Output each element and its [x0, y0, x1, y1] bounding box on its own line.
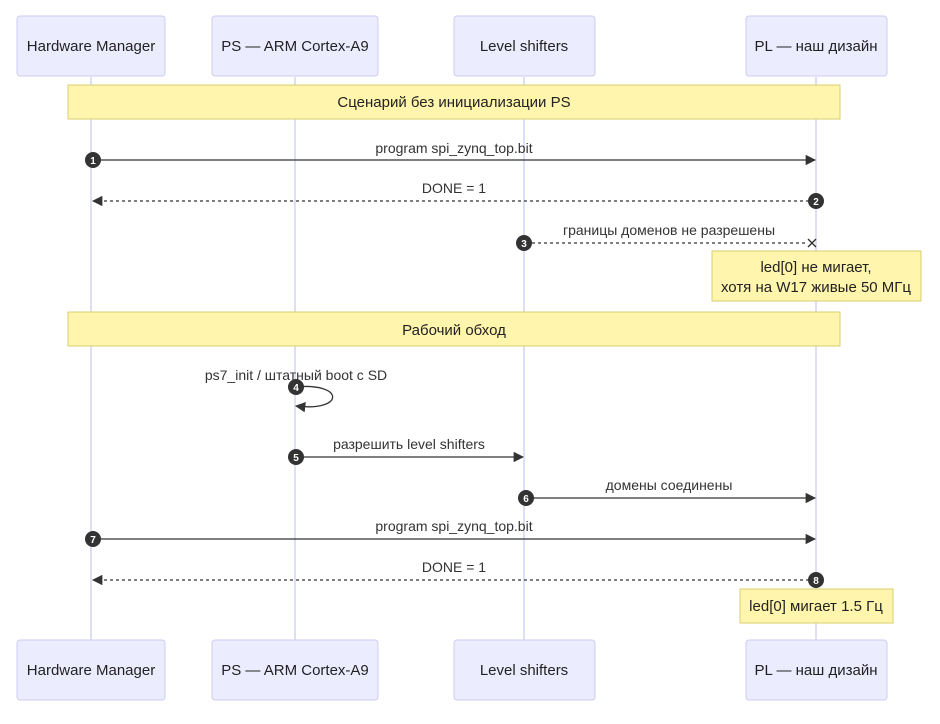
actor-ps: PS — ARM Cortex-A9 — [211, 15, 379, 77]
message-label: DONE = 1 — [422, 180, 486, 196]
step-number: 6 — [523, 494, 529, 505]
step-number: 7 — [90, 535, 96, 546]
step-badge — [808, 193, 824, 209]
actor-label: PL — наш дизайн — [755, 662, 878, 679]
message-7: program spi_zynq_top.bit 7 — [85, 518, 817, 547]
message-3: границы доменов не разрешены 3 — [516, 222, 817, 251]
lifelines — [90, 77, 817, 640]
message-8: DONE = 1 8 — [91, 559, 824, 588]
step-badge — [288, 379, 304, 395]
step-badge — [85, 152, 101, 168]
note-line: led[0] мигает 1.5 Гц — [749, 598, 883, 615]
actor-label: Level shifters — [480, 38, 568, 55]
actor-level-shifters-bottom: Level shifters — [453, 639, 596, 701]
step-number: 8 — [813, 576, 819, 587]
step-number: 1 — [90, 156, 96, 167]
message-2: DONE = 1 2 — [91, 180, 824, 209]
cross-icon — [807, 238, 817, 248]
section-note-no-init: Сценарий без инициализации PS — [67, 84, 841, 120]
message-1: program spi_zynq_top.bit 1 — [85, 140, 817, 168]
note-line: хотя на W17 живые 50 МГц — [721, 279, 911, 296]
note-line: led[0] не мигает, — [760, 259, 871, 276]
actors-top: Hardware Manager PS — ARM Cortex-A9 Leve… — [16, 15, 888, 77]
actors-bottom: Hardware Manager PS — ARM Cortex-A9 Leve… — [16, 639, 888, 701]
message-label: домены соединены — [606, 477, 733, 493]
section-note-workaround: Рабочий обход — [67, 311, 841, 347]
actor-level-shifters: Level shifters — [453, 15, 596, 77]
message-4: ps7_init / штатный boot с SD 4 — [205, 367, 387, 413]
message-6: домены соединены 6 — [518, 477, 817, 506]
actor-ps-bottom: PS — ARM Cortex-A9 — [211, 639, 379, 701]
note-led-not-blinking: led[0] не мигает, хотя на W17 живые 50 М… — [711, 250, 922, 302]
message-label: границы доменов не разрешены — [563, 222, 775, 238]
actor-label: Hardware Manager — [27, 38, 155, 55]
step-badge — [808, 572, 824, 588]
step-number: 3 — [521, 239, 527, 250]
actor-label: PS — ARM Cortex-A9 — [221, 38, 369, 55]
actor-pl: PL — наш дизайн — [745, 15, 888, 77]
actor-pl-bottom: PL — наш дизайн — [745, 639, 888, 701]
actor-hardware-manager-bottom: Hardware Manager — [16, 639, 166, 701]
message-label: program spi_zynq_top.bit — [375, 518, 532, 534]
actor-label: Hardware Manager — [27, 662, 155, 679]
step-badge — [516, 235, 532, 251]
message-label: DONE = 1 — [422, 559, 486, 575]
section-label: Рабочий обход — [402, 322, 506, 339]
actor-label: PS — ARM Cortex-A9 — [221, 662, 369, 679]
message-label: program spi_zynq_top.bit — [375, 140, 532, 156]
note-led-blinking: led[0] мигает 1.5 Гц — [739, 588, 894, 624]
actor-hardware-manager: Hardware Manager — [16, 15, 166, 77]
actor-label: Level shifters — [480, 662, 568, 679]
self-arrow — [294, 385, 334, 413]
message-label: разрешить level shifters — [333, 436, 485, 452]
step-badge — [288, 449, 304, 465]
step-badge — [518, 490, 534, 506]
actor-label: PL — наш дизайн — [755, 38, 878, 55]
step-number: 4 — [293, 383, 299, 394]
step-badge — [85, 531, 101, 547]
section-label: Сценарий без инициализации PS — [337, 94, 570, 111]
message-5: разрешить level shifters 5 — [288, 436, 525, 465]
step-number: 2 — [813, 197, 819, 208]
step-number: 5 — [293, 453, 299, 464]
message-label: ps7_init / штатный boot с SD — [205, 367, 387, 383]
